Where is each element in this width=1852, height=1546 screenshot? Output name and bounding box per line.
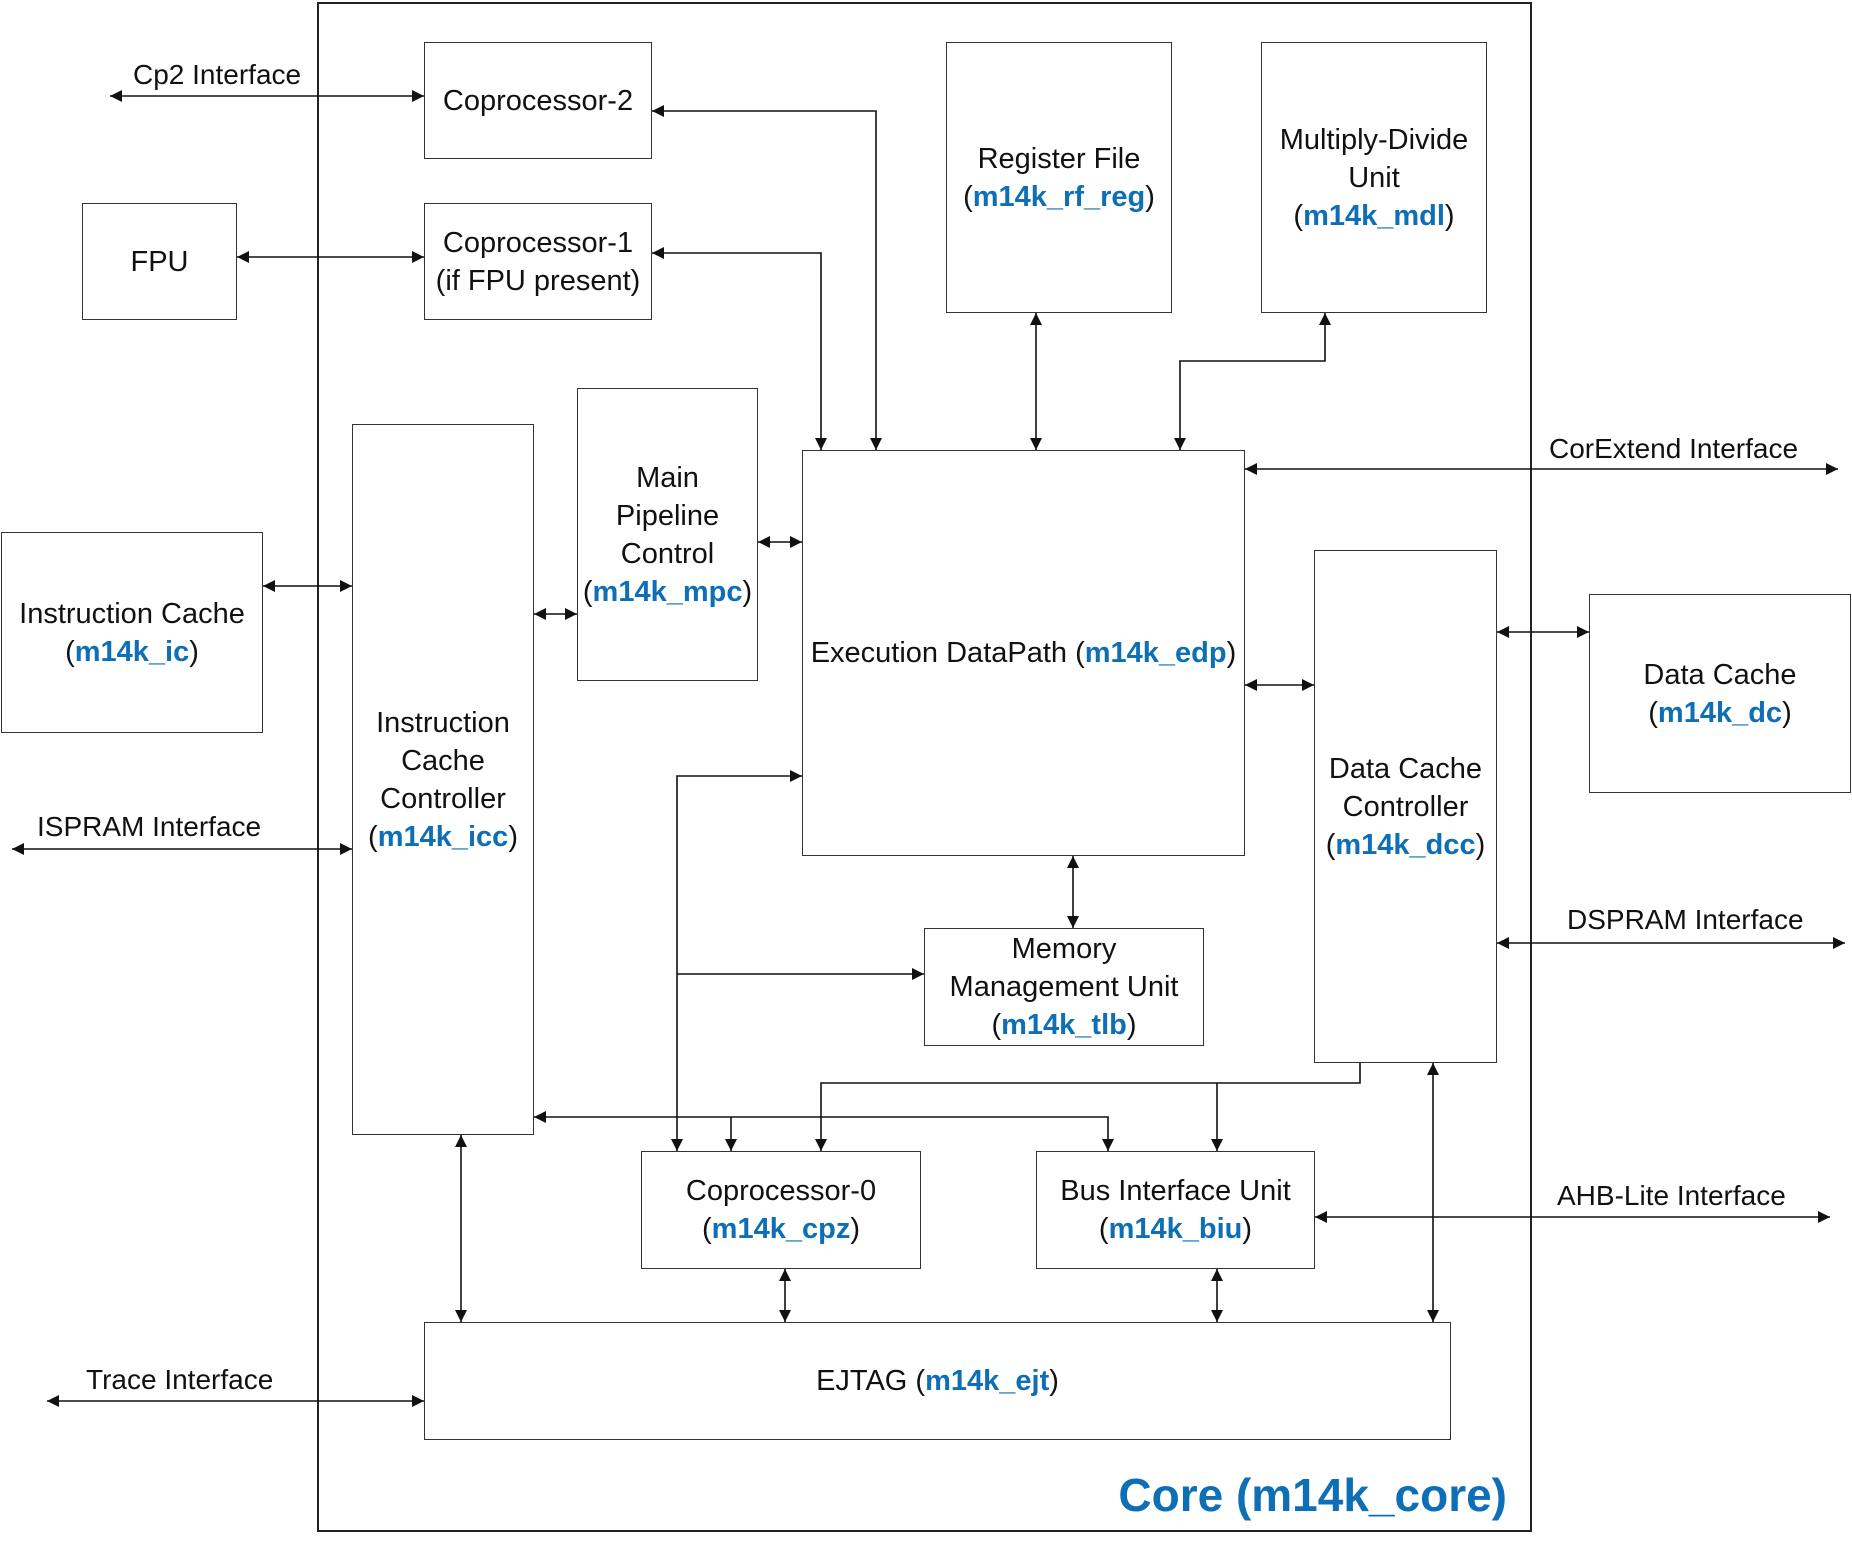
main-pipeline-control-block: Main Pipeline Control (m14k_mpc) bbox=[577, 388, 758, 681]
corextend-interface-label: CorExtend Interface bbox=[1549, 433, 1799, 464]
mdu-edp-link bbox=[1174, 313, 1331, 450]
mmu-label-1: Memory bbox=[1011, 933, 1117, 965]
mpc-label-2: Pipeline bbox=[615, 499, 720, 532]
fpu-block: FPU bbox=[82, 203, 237, 320]
coprocessor-2-label: Coprocessor-2 bbox=[442, 84, 634, 117]
coprocessor-0-module: m14k_cpz bbox=[711, 1213, 851, 1245]
cp2-interface-label: Cp2 Interface bbox=[133, 59, 302, 90]
coprocessor-0-label: Coprocessor-0 bbox=[685, 1175, 877, 1207]
icc-label-3: Controller bbox=[380, 782, 506, 815]
edp-module: m14k_edp bbox=[1084, 637, 1227, 669]
core-title: Core (m14k_core) bbox=[1118, 1469, 1507, 1521]
dspram-interface-label: DSPRAM Interface bbox=[1567, 904, 1804, 935]
instruction-cache-controller-block: Instruction Cache Controller (m14k_icc) bbox=[352, 424, 534, 1135]
cp0-edp-link bbox=[671, 770, 802, 1151]
icc-label-2: Cache bbox=[401, 744, 485, 777]
instruction-cache-block: Instruction Cache (m14k_ic) bbox=[1, 532, 263, 733]
coprocessor-0-block: Coprocessor-0 (m14k_cpz) bbox=[641, 1151, 921, 1269]
instruction-cache-label: Instruction Cache bbox=[19, 597, 245, 630]
data-cache-module: m14k_dc bbox=[1657, 696, 1783, 729]
dcc-label-2: Controller bbox=[1342, 790, 1469, 823]
ejtag-block: EJTAG (m14k_ejt) bbox=[424, 1322, 1451, 1440]
coprocessor-1-block: Coprocessor-1 (if FPU present) bbox=[424, 203, 652, 320]
execution-datapath-block: Execution DataPath (m14k_edp) bbox=[802, 450, 1245, 856]
fpu-label: FPU bbox=[130, 245, 189, 278]
data-cache-block: Data Cache (m14k_dc) bbox=[1589, 594, 1851, 793]
data-cache-label: Data Cache bbox=[1643, 658, 1797, 691]
register-file-label: Register File bbox=[977, 142, 1141, 175]
icc-label-1: Instruction bbox=[376, 706, 510, 739]
multiply-divide-block: Multiply-Divide Unit (m14k_mdl) bbox=[1261, 42, 1487, 313]
dcc-label-1: Data Cache bbox=[1328, 752, 1483, 785]
trace-interface-label: Trace Interface bbox=[86, 1364, 274, 1395]
biu-label: Bus Interface Unit bbox=[1060, 1175, 1291, 1207]
mpc-module: m14k_mpc bbox=[592, 575, 743, 608]
ejtag-module: m14k_ejt bbox=[925, 1365, 1050, 1397]
edp-label: Execution DataPath bbox=[810, 637, 1068, 669]
mpc-label-3: Control bbox=[620, 537, 715, 570]
register-file-block: Register File (m14k_rf_reg) bbox=[946, 42, 1172, 313]
instruction-cache-module: m14k_ic bbox=[74, 635, 190, 668]
memory-management-unit-block: Memory Management Unit (m14k_tlb) bbox=[924, 928, 1204, 1046]
cp2-edp-link bbox=[652, 105, 882, 450]
icc-module: m14k_icc bbox=[377, 820, 509, 853]
cp1-edp-link bbox=[652, 247, 827, 450]
data-cache-controller-block: Data Cache Controller (m14k_dcc) bbox=[1314, 550, 1497, 1063]
ispram-interface-label: ISPRAM Interface bbox=[37, 811, 262, 842]
dcc-cp0-link bbox=[815, 1037, 1366, 1151]
multiply-divide-module: m14k_mdl bbox=[1303, 199, 1445, 232]
dcc-module: m14k_dcc bbox=[1335, 828, 1476, 861]
multiply-divide-label-1: Multiply-Divide bbox=[1279, 123, 1469, 156]
biu-module: m14k_biu bbox=[1108, 1213, 1243, 1245]
core-boundary bbox=[317, 2, 1532, 1532]
ejtag-label: EJTAG bbox=[816, 1365, 908, 1397]
mmu-label-2: Management Unit bbox=[949, 971, 1179, 1003]
mmu-module: m14k_tlb bbox=[1001, 1009, 1127, 1041]
ahb-lite-interface-label: AHB-Lite Interface bbox=[1557, 1180, 1786, 1211]
mpc-label-1: Main bbox=[636, 461, 699, 494]
multiply-divide-label-2: Unit bbox=[1348, 161, 1400, 194]
coprocessor-1-label: Coprocessor-1 bbox=[442, 226, 634, 259]
coprocessor-1-note: (if FPU present) bbox=[435, 264, 641, 297]
bus-interface-unit-block: Bus Interface Unit (m14k_biu) bbox=[1036, 1151, 1315, 1269]
register-file-module: m14k_rf_reg bbox=[972, 180, 1146, 213]
coprocessor-2-block: Coprocessor-2 bbox=[424, 42, 652, 159]
